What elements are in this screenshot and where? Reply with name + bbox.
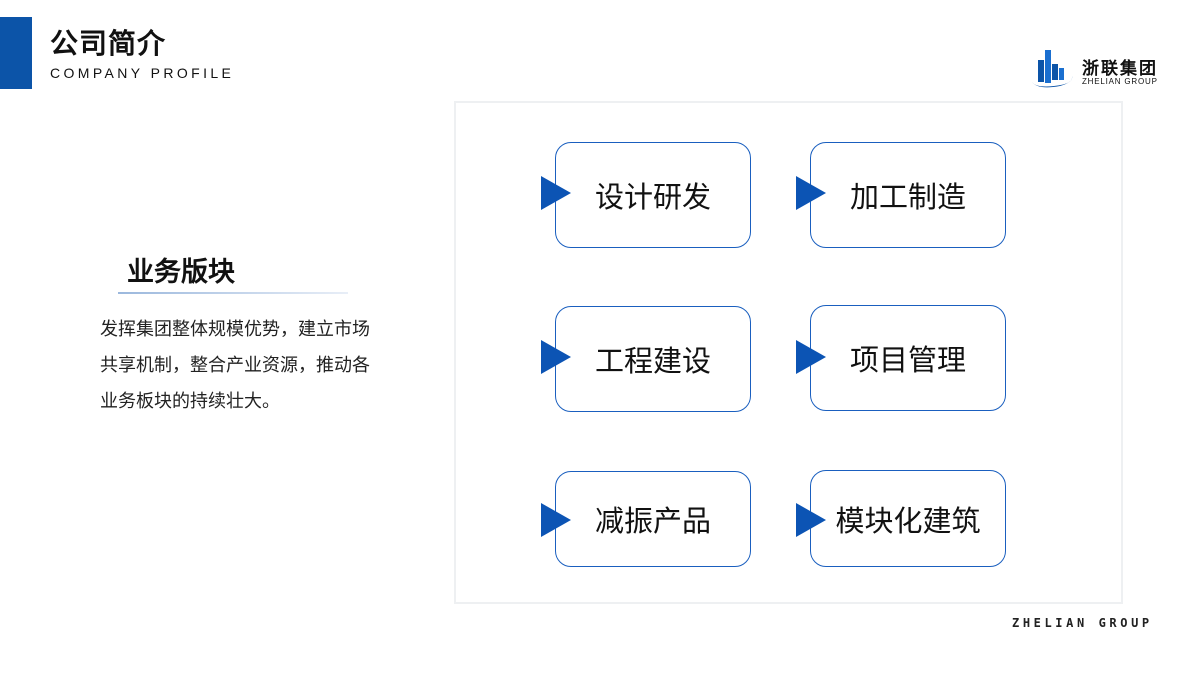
business-card-label: 工程建设	[594, 344, 711, 378]
triangle-arrow-icon	[796, 340, 826, 374]
business-card: 模块化建筑	[810, 470, 1006, 567]
company-logo: 浙联集团 ZHELIAN GROUP	[1030, 46, 1165, 92]
logo-name-en: ZHELIAN GROUP	[1082, 77, 1158, 86]
section-divider	[118, 292, 348, 294]
section-description: 发挥集团整体规模优势，建立市场共享机制，整合产业资源，推动各业务板块的持续壮大。	[100, 319, 370, 412]
building-logo-icon	[1032, 50, 1073, 88]
triangle-arrow-icon	[541, 176, 571, 210]
triangle-arrow-icon	[541, 503, 571, 537]
business-panel	[454, 101, 1123, 604]
business-card-label: 设计研发	[594, 180, 711, 214]
business-card: 加工制造	[810, 142, 1006, 248]
triangle-arrow-icon	[796, 176, 826, 210]
page-subtitle: COMPANY PROFILE	[50, 65, 235, 81]
business-card-label: 减振产品	[594, 504, 711, 538]
business-card: 项目管理	[810, 305, 1006, 411]
page-title: 公司简介	[50, 27, 167, 60]
section-title: 业务版块	[127, 257, 235, 288]
business-card-label: 模块化建筑	[835, 503, 981, 538]
triangle-arrow-icon	[541, 340, 571, 374]
footer-brand: ZHELIAN GROUP	[1012, 616, 1153, 630]
business-card: 工程建设	[555, 306, 751, 412]
business-card-label: 项目管理	[849, 343, 966, 377]
business-card: 设计研发	[555, 142, 751, 248]
header-accent-bar	[0, 17, 32, 89]
triangle-arrow-icon	[796, 503, 826, 537]
business-card-label: 加工制造	[849, 180, 966, 214]
business-card: 减振产品	[555, 471, 751, 567]
logo-name-cn: 浙联集团	[1082, 59, 1158, 79]
